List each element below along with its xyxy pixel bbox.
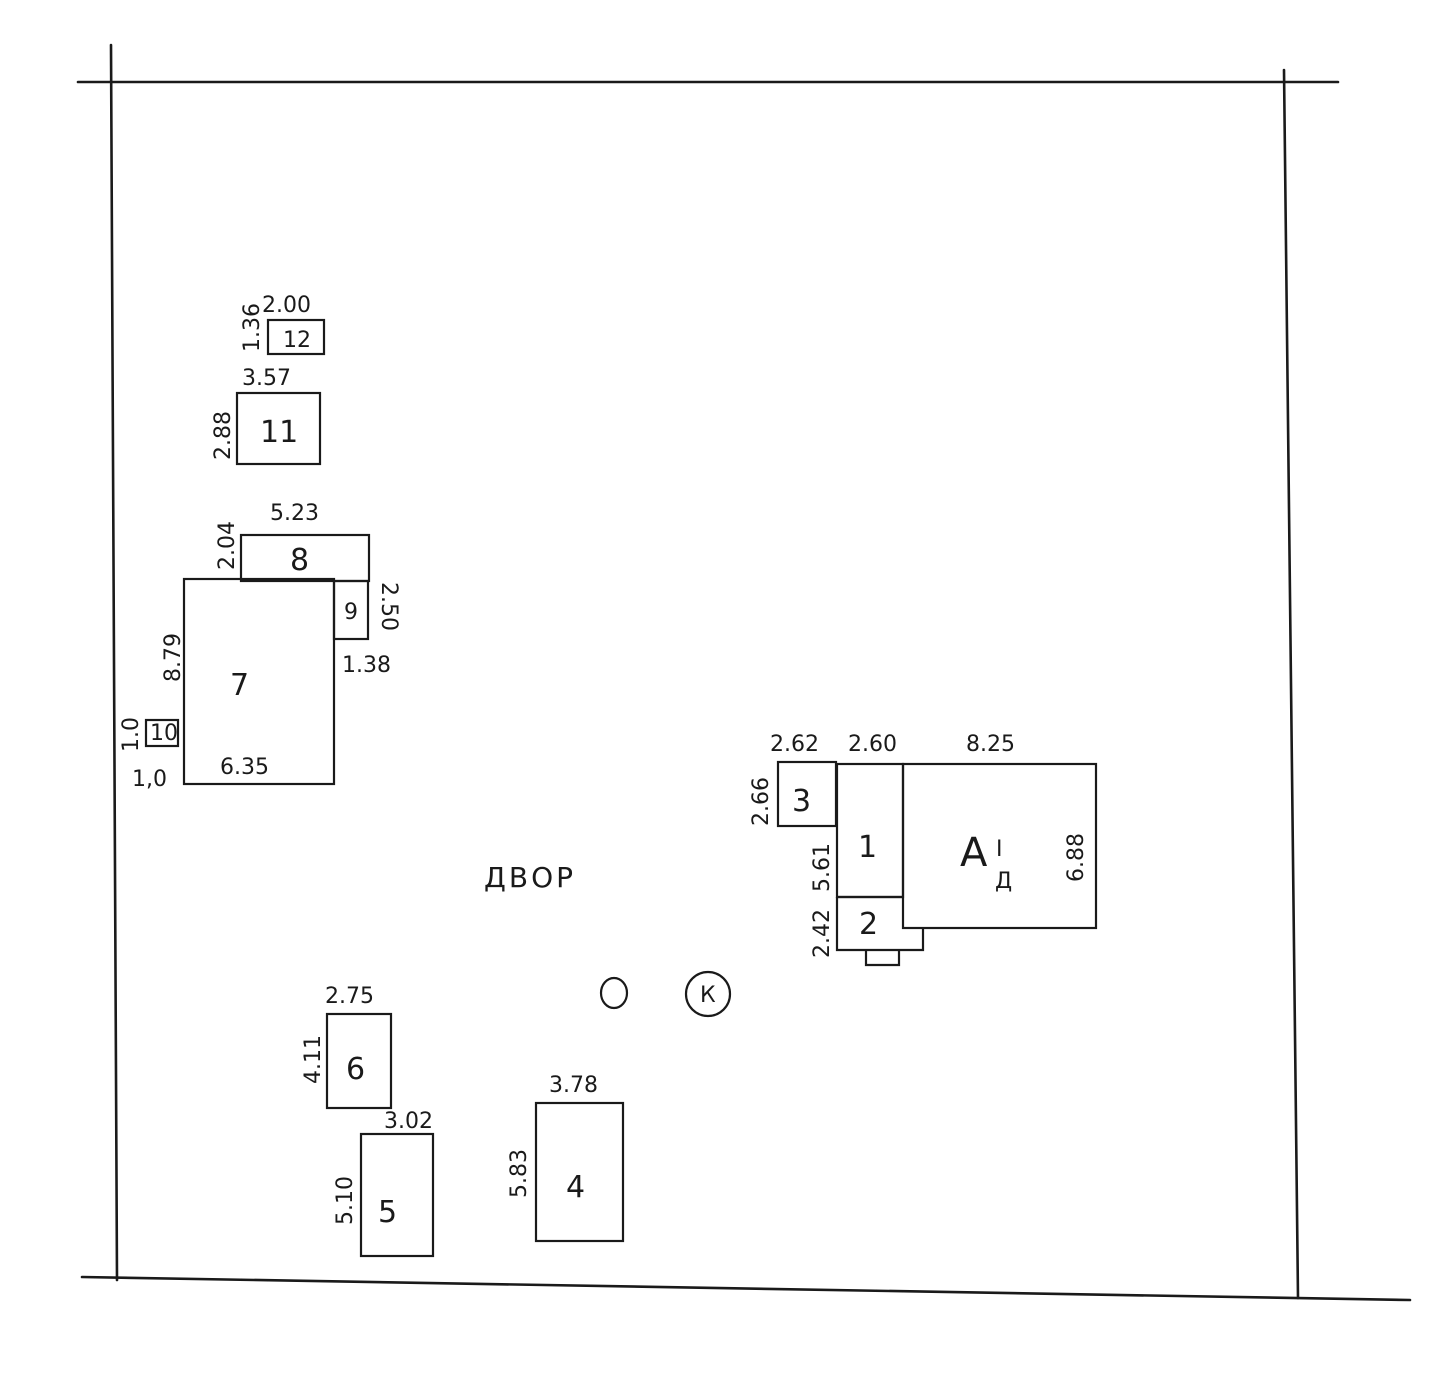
- building-a: А I Д 8.25 6.88: [901, 732, 1098, 930]
- building-8: 8 5.23 2.04: [215, 501, 371, 583]
- building-4-height: 5.83: [507, 1149, 532, 1198]
- building-8-label: 8: [290, 543, 309, 578]
- building-10-width: 1,0: [132, 767, 167, 792]
- building-6-width: 2.75: [325, 984, 374, 1009]
- circle-marker: [599, 976, 629, 1010]
- building-8-height: 2.04: [215, 521, 240, 570]
- building-1-height: 5.61: [810, 843, 835, 892]
- building-a-height: 6.88: [1064, 833, 1089, 882]
- building-6: 6 2.75 4.11: [301, 984, 393, 1110]
- building-11-width: 3.57: [242, 366, 291, 391]
- building-7-outline: [182, 577, 336, 786]
- building-9: 9 1.38 2.50: [332, 579, 401, 678]
- building-3-height: 2.66: [749, 777, 774, 826]
- yard-label: ДВОР: [484, 861, 576, 894]
- building-12-width: 2.00: [262, 293, 311, 318]
- building-11: 11 3.57 2.88: [211, 366, 322, 466]
- building-8-outline: [239, 533, 371, 583]
- building-11-outline: [235, 391, 322, 466]
- building-11-height: 2.88: [211, 411, 236, 460]
- building-12: 12 2.00 1.36: [240, 293, 326, 356]
- building-3-width: 2.62: [770, 732, 819, 757]
- building-2-height: 2.42: [810, 909, 835, 958]
- building-2-label: 2: [859, 907, 878, 942]
- building-1-label: 1: [858, 830, 877, 865]
- well-marker: К: [599, 970, 732, 1018]
- building-10-label: 10: [150, 721, 178, 746]
- building-1: 1 2.60 5.61: [810, 732, 905, 899]
- building-4-width: 3.78: [549, 1073, 598, 1098]
- building-a-material: Д: [995, 869, 1012, 894]
- building-a-label: А: [960, 830, 988, 876]
- building-6-outline: [325, 1012, 393, 1110]
- building-5-label: 5: [378, 1195, 397, 1230]
- building-a-outline: [901, 762, 1098, 930]
- building-a-width: 8.25: [966, 732, 1015, 757]
- property-boundary: [76, 43, 1412, 1302]
- building-8-width: 5.23: [270, 501, 319, 526]
- building-7-width: 6.35: [220, 755, 269, 780]
- boundary-left: [109, 43, 119, 1282]
- boundary-right: [1282, 68, 1300, 1300]
- building-10-outline: [144, 718, 180, 748]
- building-11-label: 11: [260, 415, 298, 450]
- building-9-height: 2.50: [376, 582, 401, 631]
- building-12-height: 1.36: [240, 303, 265, 352]
- building-4-outline: [534, 1101, 625, 1243]
- building-3: 3 2.62 2.66: [749, 732, 838, 828]
- building-9-width: 1.38: [342, 653, 391, 678]
- building-9-label: 9: [344, 600, 358, 625]
- boundary-bottom: [80, 1275, 1412, 1302]
- building-1-width: 2.60: [848, 732, 897, 757]
- building-2-porch: [864, 950, 901, 967]
- well-circle: [684, 970, 732, 1018]
- building-4-label: 4: [566, 1170, 585, 1205]
- building-2: 2 2.42: [810, 895, 925, 967]
- building-4: 4 3.78 5.83: [507, 1073, 625, 1243]
- building-5: 5 3.02 5.10: [333, 1109, 435, 1258]
- building-a-floors: I: [996, 837, 1003, 862]
- building-6-height: 4.11: [301, 1035, 326, 1084]
- building-7-height: 8.79: [161, 633, 186, 682]
- building-5-height: 5.10: [333, 1176, 358, 1225]
- building-7: 7 6.35 8.79: [161, 577, 336, 786]
- building-7-label: 7: [230, 668, 249, 703]
- building-5-outline: [359, 1132, 435, 1258]
- building-10-height: 1.0: [119, 717, 144, 752]
- building-5-width: 3.02: [384, 1109, 433, 1134]
- building-12-label: 12: [283, 328, 311, 353]
- building-10: 10 1,0 1.0: [119, 717, 180, 792]
- well-label: К: [700, 983, 716, 1008]
- building-12-outline: [266, 318, 326, 356]
- building-2-outline: [835, 897, 925, 952]
- building-3-label: 3: [792, 784, 811, 819]
- building-6-label: 6: [346, 1052, 365, 1087]
